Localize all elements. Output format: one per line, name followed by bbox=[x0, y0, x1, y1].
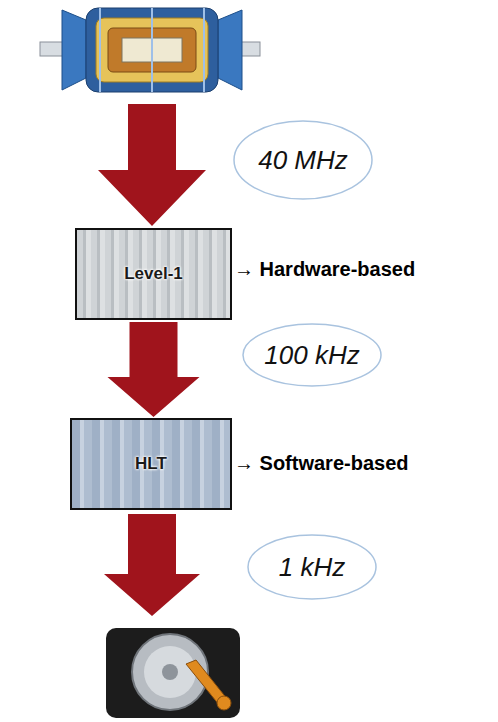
flow-arrow bbox=[98, 104, 206, 226]
flow-arrow bbox=[104, 514, 200, 616]
flow-arrow bbox=[108, 322, 200, 417]
rate-ellipse: 1 kHz bbox=[247, 534, 377, 600]
stage-type-label: → Software-based bbox=[234, 452, 408, 475]
stage-type-label: → Hardware-based bbox=[234, 258, 415, 281]
rate-ellipse: 40 MHz bbox=[233, 120, 373, 200]
rate-text: 40 MHz bbox=[258, 145, 348, 176]
hard-drive-illustration bbox=[106, 628, 240, 718]
rate-ellipse: 100 kHz bbox=[242, 323, 382, 387]
trigger-box: Level-1 bbox=[75, 228, 232, 320]
stage-name: HLT bbox=[135, 454, 167, 474]
trigger-box: HLT bbox=[70, 418, 232, 510]
rate-text: 100 kHz bbox=[264, 340, 359, 371]
rate-text: 1 kHz bbox=[279, 552, 345, 583]
detector-illustration bbox=[40, 8, 260, 92]
stage-name: Level-1 bbox=[124, 264, 183, 284]
